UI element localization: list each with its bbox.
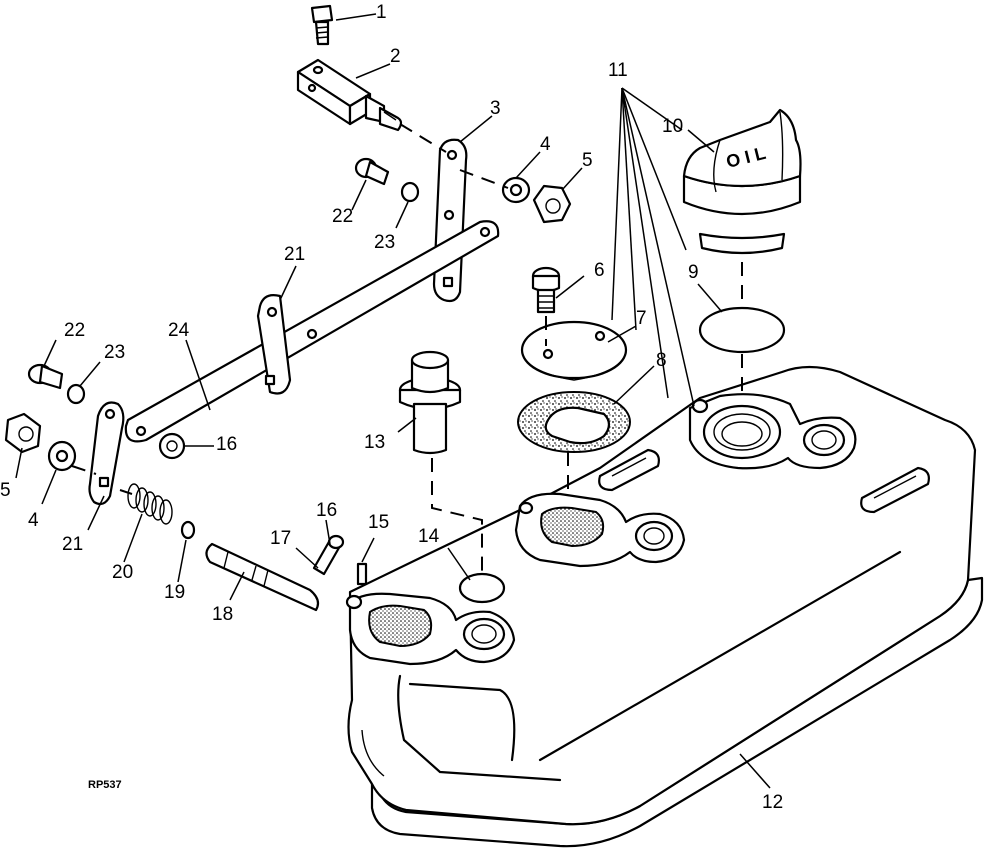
oil-cap-part-10: O I L — [682, 108, 802, 255]
callout-10: 10 — [662, 116, 683, 137]
gasket-part-8 — [517, 391, 631, 453]
shaft-part-18 — [205, 542, 320, 612]
callout-19: 19 — [164, 582, 185, 603]
callout-14: 14 — [418, 526, 440, 547]
callout-16: 16 — [316, 500, 337, 521]
spring-part-20 — [127, 483, 173, 525]
callout-22-left: 22 — [64, 320, 85, 341]
callout-5-left: 5 — [0, 480, 11, 501]
bushing-part-16 — [158, 432, 186, 460]
nut-part-5-left — [4, 412, 42, 454]
washer-part-4 — [501, 176, 531, 204]
callout-21-upper: 21 — [284, 244, 305, 265]
assembly-lines — [71, 123, 743, 572]
callout-9: 9 — [688, 262, 699, 283]
callout-23-upper: 23 — [374, 232, 395, 253]
washer-part-4-left — [47, 440, 77, 472]
callout-6: 6 — [594, 260, 605, 281]
callout-7: 7 — [636, 308, 647, 329]
link-bar-part-24 — [124, 220, 500, 443]
callout-21-lower: 21 — [62, 534, 83, 555]
pin-part-15 — [356, 562, 368, 586]
callout-22-upper: 22 — [332, 206, 353, 227]
callout-5: 5 — [582, 150, 593, 171]
pin-part-22 — [354, 157, 390, 186]
pin-part-22-left — [27, 363, 64, 390]
leader-lines — [15, 13, 771, 789]
callout-16-mid: 16 — [216, 434, 237, 455]
callout-8: 8 — [656, 350, 667, 371]
callout-3: 3 — [490, 98, 501, 119]
callout-23-left: 23 — [104, 342, 125, 363]
bushing-part-23-left — [66, 383, 86, 405]
valve-cover — [345, 365, 984, 848]
plate-part-21-upper — [256, 294, 292, 395]
lever-plate-part-3 — [432, 138, 468, 303]
screw-part-6 — [531, 266, 561, 314]
seal-ring-part-14 — [458, 572, 506, 604]
callout-2: 2 — [390, 46, 401, 67]
callout-18: 18 — [212, 604, 233, 625]
bushing-part-23 — [400, 181, 420, 203]
plate-part-21-lower — [88, 401, 125, 506]
cover-plate-part-7 — [520, 320, 628, 381]
screw-part-17 — [312, 534, 345, 576]
callout-15: 15 — [368, 512, 389, 533]
ring-part-19 — [180, 520, 196, 540]
callout-4: 4 — [540, 134, 551, 155]
callout-20: 20 — [112, 562, 133, 583]
callout-24: 24 — [168, 320, 190, 341]
callout-12: 12 — [762, 792, 783, 813]
block-part-2 — [296, 58, 403, 132]
nut-part-5 — [532, 184, 572, 224]
o-ring-part-9 — [698, 306, 786, 354]
reference-code: RP537 — [88, 779, 122, 791]
callout-11: 11 — [608, 60, 628, 81]
callout-labels: 1 2 3 4 5 6 7 8 9 10 11 12 13 14 15 16 1… — [0, 2, 783, 813]
callout-13: 13 — [364, 432, 385, 453]
callout-17: 17 — [270, 528, 291, 549]
callout-1: 1 — [376, 2, 387, 23]
callout-4-left: 4 — [28, 510, 39, 531]
bolt-part-1 — [310, 4, 334, 46]
plug-part-13 — [398, 350, 462, 455]
